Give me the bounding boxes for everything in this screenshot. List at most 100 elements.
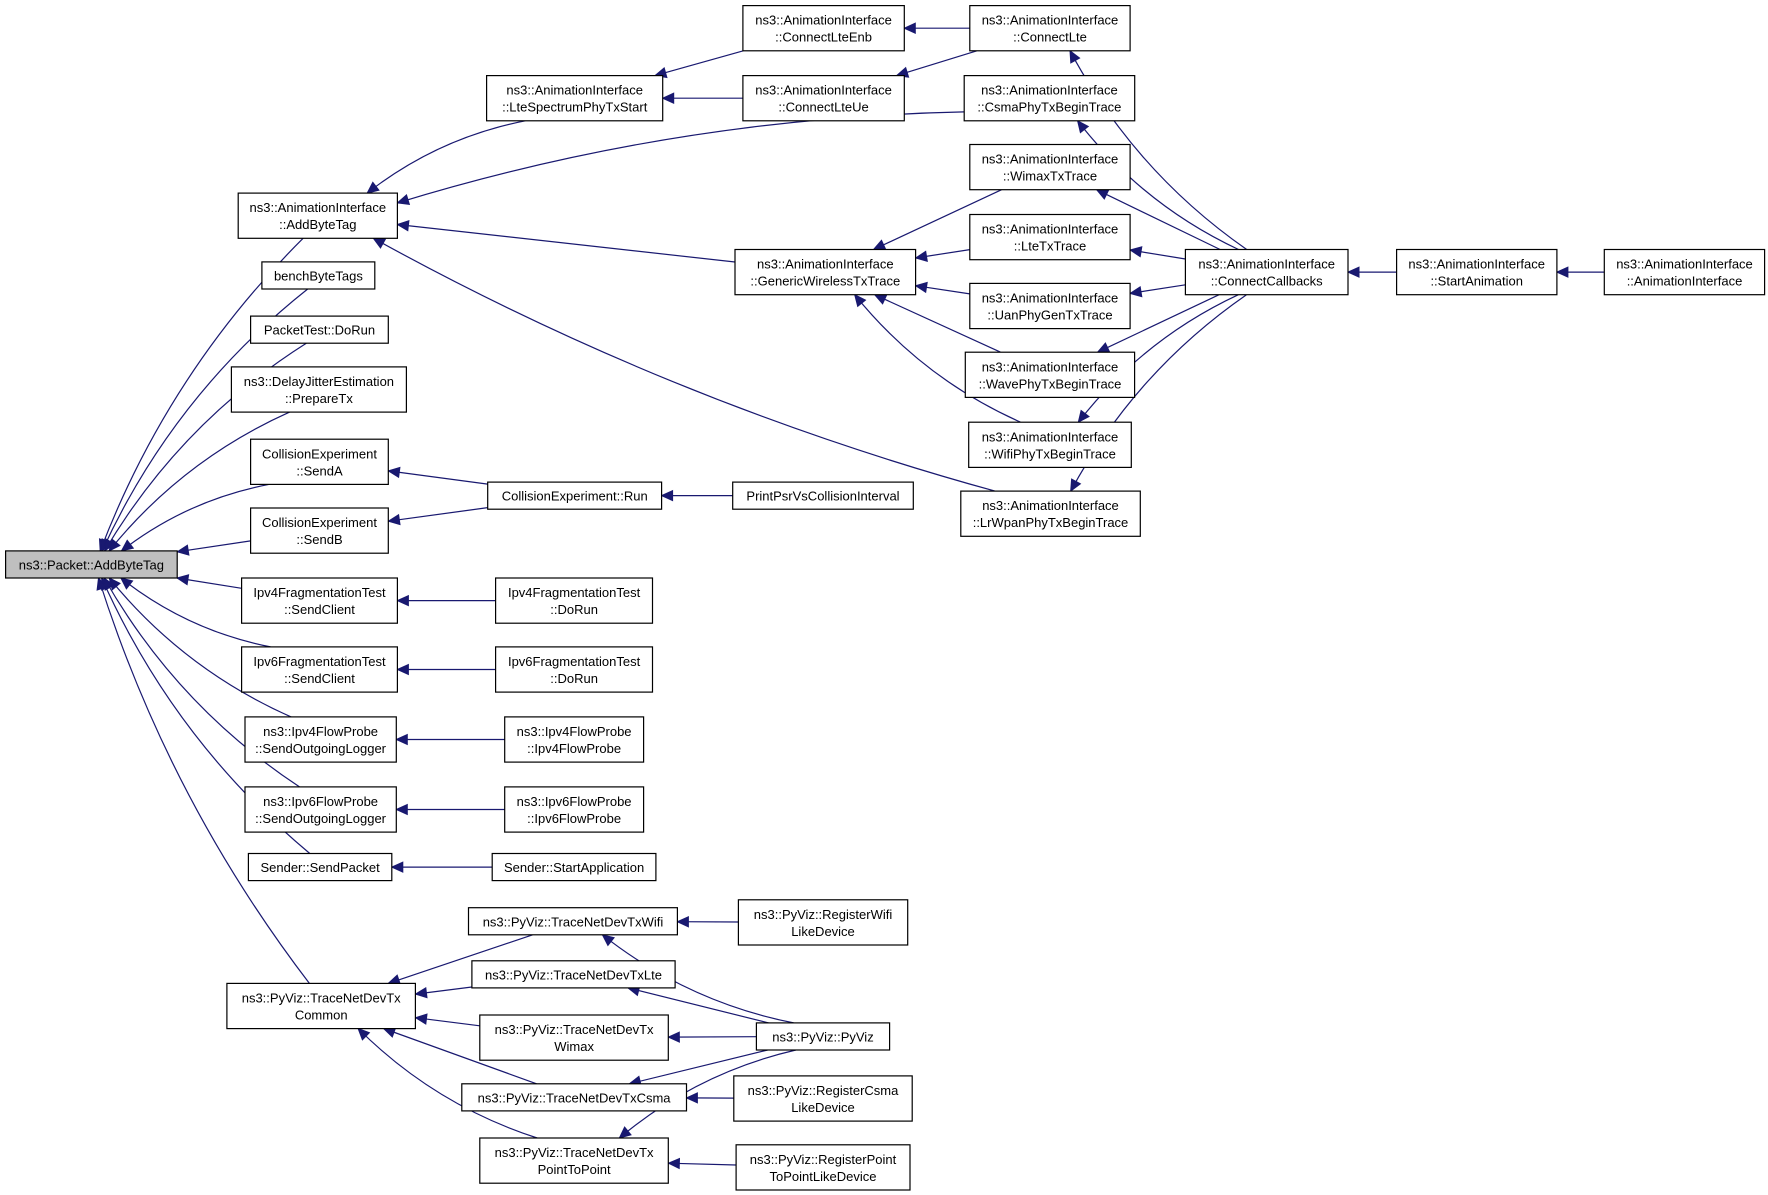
node-label: ns3::AnimationInterface bbox=[982, 291, 1119, 306]
node-label: ::PrepareTx bbox=[285, 391, 353, 406]
arrowhead-icon bbox=[396, 663, 409, 676]
node-packet-addbytetag[interactable]: ns3::Packet::AddByteTag bbox=[4, 550, 178, 579]
node-anim-ltespectrum[interactable]: ns3::AnimationInterface::LteSpectrumPhyT… bbox=[486, 74, 664, 122]
arrowhead-icon bbox=[1069, 49, 1081, 64]
edge-anim-wave-to-anim-genericwireless bbox=[874, 294, 1001, 353]
arrowhead-icon bbox=[1096, 342, 1111, 353]
node-label: ::ConnectLte bbox=[1013, 30, 1087, 45]
node-anim-wifi[interactable]: ns3::AnimationInterface::WifiPhyTxBeginT… bbox=[968, 421, 1132, 469]
node-pyviz-txcsma[interactable]: ns3::PyViz::TraceNetDevTxCsma bbox=[461, 1083, 688, 1112]
edge-pyviz-txwifi-to-pyviz-tracecommon bbox=[388, 934, 533, 984]
node-ipv6frag-dorun[interactable]: Ipv6FragmentationTest::DoRun bbox=[495, 646, 654, 693]
arrowhead-icon bbox=[873, 294, 888, 305]
node-box bbox=[734, 248, 917, 296]
node-label: ::AnimationInterface bbox=[1627, 274, 1743, 289]
node-anim-startanimation[interactable]: ns3::AnimationInterface::StartAnimation bbox=[1395, 248, 1558, 296]
node-collision-sendb[interactable]: CollisionExperiment::SendB bbox=[250, 507, 389, 554]
node-ipv4frag-dorun[interactable]: Ipv4FragmentationTest::DoRun bbox=[495, 577, 654, 624]
node-ipv4flowprobe-ctor[interactable]: ns3::Ipv4FlowProbe::Ipv4FlowProbe bbox=[504, 716, 645, 763]
edge-anim-connectlteenb-to-anim-ltespectrum bbox=[654, 50, 744, 77]
node-ipv4frag-sendclient[interactable]: Ipv4FragmentationTest::SendClient bbox=[241, 577, 399, 624]
node-ipv4flowprobe-logger[interactable]: ns3::Ipv4FlowProbe::SendOutgoingLogger bbox=[244, 716, 397, 763]
arrowhead-icon bbox=[396, 194, 411, 205]
arrowhead-icon bbox=[414, 986, 428, 999]
arrowhead-icon bbox=[396, 219, 410, 232]
node-anim-connectlteenb[interactable]: ns3::AnimationInterface::ConnectLteEnb bbox=[742, 4, 905, 52]
node-collision-senda[interactable]: CollisionExperiment::SendA bbox=[250, 438, 389, 486]
arrowhead-icon bbox=[914, 250, 928, 262]
edge-ipv6frag-sendclient-to-packet-addbytetag bbox=[120, 577, 271, 648]
node-anim-wimax[interactable]: ns3::AnimationInterface::WimaxTxTrace bbox=[969, 143, 1131, 191]
node-label: ns3::AnimationInterface bbox=[982, 13, 1119, 28]
node-anim-wave[interactable]: ns3::AnimationInterface::WavePhyTxBeginT… bbox=[964, 351, 1136, 399]
node-anim-genericwireless[interactable]: ns3::AnimationInterface::GenericWireless… bbox=[734, 248, 917, 296]
node-ipv6flowprobe-ctor[interactable]: ns3::Ipv6FlowProbe::Ipv6FlowProbe bbox=[504, 786, 645, 833]
node-box bbox=[969, 282, 1131, 330]
node-ipv6flowprobe-logger[interactable]: ns3::Ipv6FlowProbe::SendOutgoingLogger bbox=[244, 786, 397, 833]
node-label: ns3::AnimationInterface bbox=[982, 152, 1119, 167]
node-benchbytetags[interactable]: benchByteTags bbox=[261, 261, 376, 290]
node-label: ::DoRun bbox=[550, 602, 598, 617]
node-anim-ctor[interactable]: ns3::AnimationInterface::AnimationInterf… bbox=[1603, 248, 1766, 296]
node-pyviz-txwifi[interactable]: ns3::PyViz::TraceNetDevTxWifi bbox=[467, 907, 678, 936]
edge-collision-senda-to-packet-addbytetag bbox=[121, 483, 270, 552]
node-box bbox=[742, 74, 905, 122]
node-label: Common bbox=[295, 1007, 348, 1022]
arrowhead-icon bbox=[395, 733, 408, 746]
node-anim-uan[interactable]: ns3::AnimationInterface::UanPhyGenTxTrac… bbox=[969, 282, 1131, 330]
node-label: ::GenericWirelessTxTrace bbox=[750, 274, 900, 289]
node-label: ::SendClient bbox=[284, 602, 355, 617]
node-pyviz-regp2p[interactable]: ns3::PyViz::RegisterPointToPointLikeDevi… bbox=[735, 1144, 911, 1191]
node-anim-connectlte[interactable]: ns3::AnimationInterface::ConnectLte bbox=[969, 4, 1131, 52]
arrowhead-icon bbox=[903, 22, 916, 34]
node-box bbox=[733, 1075, 913, 1122]
edge-delayjitter-preparetx-to-packet-addbytetag bbox=[108, 411, 290, 552]
edge-pyviz-pyviz-to-pyviz-txwifi bbox=[602, 934, 794, 1024]
node-anim-ltetx[interactable]: ns3::AnimationInterface::LteTxTrace bbox=[969, 213, 1131, 261]
arrowhead-icon bbox=[872, 239, 887, 251]
node-box bbox=[250, 438, 389, 486]
node-label: ns3::PyViz::TraceNetDevTx bbox=[242, 990, 401, 1005]
node-delayjitter-preparetx[interactable]: ns3::DelayJitterEstimation::PrepareTx bbox=[230, 366, 407, 413]
node-ipv6frag-sendclient[interactable]: Ipv6FragmentationTest::SendClient bbox=[241, 646, 399, 693]
node-label: benchByteTags bbox=[274, 269, 363, 284]
node-sender-startapp[interactable]: Sender::StartApplication bbox=[491, 852, 657, 882]
node-sender-sendpacket[interactable]: Sender::SendPacket bbox=[247, 852, 393, 882]
node-label: ::SendB bbox=[296, 532, 342, 547]
node-box bbox=[261, 261, 376, 290]
edge-pyviz-pyviz-to-pyviz-txlte bbox=[627, 987, 769, 1024]
node-anim-lrwpan[interactable]: ns3::AnimationInterface::LrWpanPhyTxBegi… bbox=[960, 490, 1141, 537]
node-label: ::LrWpanPhyTxBeginTrace bbox=[973, 515, 1129, 530]
node-box bbox=[250, 507, 389, 554]
edge-anim-connectlte-to-anim-connectlteue bbox=[896, 50, 978, 77]
node-label: ::UanPhyGenTxTrace bbox=[987, 308, 1112, 323]
node-label: Wimax bbox=[554, 1039, 594, 1054]
node-label: ::ConnectCallbacks bbox=[1211, 274, 1323, 289]
node-packettest-dorun[interactable]: PacketTest::DoRun bbox=[250, 315, 389, 344]
node-anim-addbytetag[interactable]: ns3::AnimationInterface::AddByteTag bbox=[237, 192, 398, 239]
arrowhead-icon bbox=[1077, 409, 1090, 424]
node-label: PrintPsrVsCollisionInterval bbox=[746, 489, 899, 504]
node-label: ::SendClient bbox=[284, 671, 355, 686]
node-pyviz-txlte[interactable]: ns3::PyViz::TraceNetDevTxLte bbox=[471, 960, 676, 989]
node-box bbox=[964, 351, 1136, 399]
node-printpsr[interactable]: PrintPsrVsCollisionInterval bbox=[732, 481, 914, 510]
node-collision-run[interactable]: CollisionExperiment::Run bbox=[487, 481, 663, 510]
arrowhead-icon bbox=[914, 281, 928, 294]
node-box bbox=[471, 960, 676, 989]
edge-pyviz-pyviz-to-pyviz-txcsma bbox=[629, 1049, 768, 1085]
node-anim-connectlteue[interactable]: ns3::AnimationInterface::ConnectLteUe bbox=[742, 74, 905, 122]
node-pyviz-pyviz[interactable]: ns3::PyViz::PyViz bbox=[755, 1022, 891, 1051]
node-anim-connectcallbacks[interactable]: ns3::AnimationInterface::ConnectCallback… bbox=[1184, 248, 1349, 296]
node-anim-csma[interactable]: ns3::AnimationInterface::CsmaPhyTxBeginT… bbox=[963, 74, 1136, 122]
arrowhead-icon bbox=[667, 1031, 680, 1043]
node-box bbox=[1395, 248, 1558, 296]
arrowhead-icon bbox=[1555, 266, 1569, 278]
arrowhead-icon bbox=[676, 916, 689, 928]
